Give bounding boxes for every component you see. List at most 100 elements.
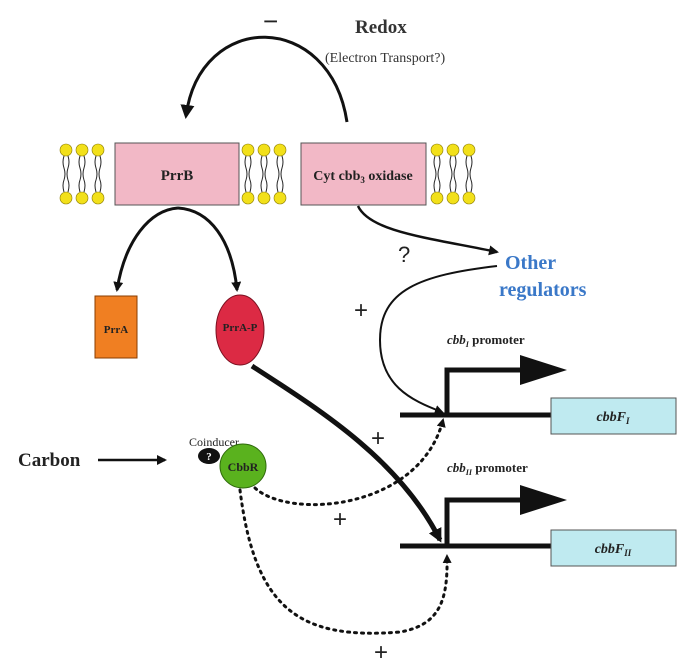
lipid-tail	[437, 155, 441, 193]
lipid-tail	[280, 155, 284, 193]
promoter-ii-gene: cbb	[447, 460, 466, 475]
question-mark: ?	[398, 242, 410, 267]
lipid-molecule	[446, 143, 460, 205]
cyt-label-sub: 3	[360, 175, 365, 185]
lipid-head	[75, 143, 89, 157]
promoter-i-arrowhead	[520, 355, 567, 385]
gene-cbbf-i-box	[550, 397, 677, 435]
cyt-to-other-regulators-arrow	[356, 205, 499, 256]
promoter-i-sub: I	[465, 340, 470, 349]
lipid-tail	[98, 155, 102, 193]
prra-p-ellipse	[215, 294, 265, 366]
lipid-tail	[433, 155, 437, 193]
coinducer-label: Coinducer	[189, 435, 239, 449]
cyt-cbb3-oxidase-box	[300, 142, 427, 206]
lipid-tail	[465, 155, 469, 193]
prra-box	[94, 295, 138, 359]
cbbr-label: CbbR	[228, 460, 259, 474]
gene-cbbf-ii-sub: II	[623, 548, 632, 558]
redox-to-prrb-arrow	[180, 35, 349, 123]
promoter-ii-sub: II	[465, 468, 473, 477]
lipid-head	[241, 143, 255, 157]
lipid-head	[430, 191, 444, 205]
cbbr-to-promoter-ii-dotted-arrow	[238, 488, 452, 635]
lipid-head	[430, 143, 444, 157]
coinducer-question-mark: ?	[206, 451, 212, 463]
lipid-head	[91, 191, 105, 205]
prra-p-to-promoter-ii-arrow	[250, 363, 443, 543]
lipid-head	[241, 191, 255, 205]
lipid-molecule	[91, 143, 105, 205]
lipid-head	[273, 191, 287, 205]
lipid-head	[59, 143, 73, 157]
prrb-to-prra-arrow	[113, 206, 179, 292]
cbbr-ellipse	[219, 443, 267, 489]
plus-sign-cbbr-promoter-i: +	[333, 506, 347, 533]
other-regulators-line2: regulators	[499, 279, 587, 301]
other-regulators-line1: Other	[505, 252, 556, 274]
lipid-tail	[260, 155, 264, 193]
lipid-molecule	[430, 143, 444, 205]
carbon-label: Carbon	[18, 450, 81, 471]
lipid-tail	[276, 155, 280, 193]
redox-title: Redox	[355, 17, 407, 38]
lipid-head	[462, 191, 476, 205]
cyt-label-tail: oxidase	[365, 169, 413, 184]
inhibition-minus-sign: −	[263, 6, 278, 36]
gene-cbbf-ii-box	[550, 529, 677, 567]
promoter-ii-suffix: promoter	[472, 460, 528, 475]
lipid-tail	[244, 155, 248, 193]
lipid-head	[59, 191, 73, 205]
gene-cbbf-i-name: cbbF	[596, 410, 626, 425]
lipid-molecule	[59, 143, 73, 205]
prra-p-label: PrrA-P	[223, 322, 258, 334]
coinducer-oval	[198, 448, 220, 464]
gene-cbbf-i-label: cbbFI	[596, 410, 630, 426]
lipid-tail	[453, 155, 457, 193]
prrb-box	[114, 142, 240, 206]
lipid-head	[462, 143, 476, 157]
other-regulators-to-promoter-i-arrow	[378, 265, 498, 414]
membrane-lipids	[59, 143, 476, 205]
gene-cbbf-i-sub: I	[625, 416, 630, 426]
lipid-tail	[62, 155, 66, 193]
lipid-tail	[66, 155, 70, 193]
prrb-to-prra-p-arrow	[177, 206, 242, 292]
promoter-i-suffix: promoter	[469, 332, 525, 347]
lipid-head	[446, 191, 460, 205]
other-regulators-label: Other regulators	[499, 252, 587, 301]
gene-cbbf-ii-label: cbbFII	[595, 542, 632, 558]
cbbr-to-promoter-i-dotted-arrow	[253, 418, 446, 507]
lipid-head	[257, 191, 271, 205]
lipid-head	[75, 191, 89, 205]
cyt-cbb3-oxidase-label: Cyt cbb3 oxidase	[313, 169, 412, 185]
lipid-tail	[94, 155, 98, 193]
lipid-tail	[264, 155, 268, 193]
prra-label: PrrA	[104, 324, 128, 336]
lipid-head	[91, 143, 105, 157]
promoter-ii-arrowhead	[520, 485, 567, 515]
lipid-molecule	[462, 143, 476, 205]
lipid-tail	[469, 155, 473, 193]
promoter-ii-transcription-arrow	[444, 497, 535, 546]
lipid-molecule	[257, 143, 271, 205]
lipid-head	[257, 143, 271, 157]
lipid-head	[446, 143, 460, 157]
promoter-i-gene: cbb	[447, 332, 466, 347]
cyt-label-main: Cyt cbb	[313, 169, 360, 184]
lipid-tail	[248, 155, 252, 193]
promoter-ii-label: cbbII promoter	[447, 460, 528, 477]
redox-subtitle: (Electron Transport?)	[325, 51, 445, 66]
lipid-head	[273, 143, 287, 157]
lipid-molecule	[75, 143, 89, 205]
lipid-tail	[449, 155, 453, 193]
lipid-tail	[82, 155, 86, 193]
lipid-molecule	[241, 143, 255, 205]
prrb-label: PrrB	[161, 168, 193, 184]
lipid-tail	[78, 155, 82, 193]
promoter-i-label: cbbI promoter	[447, 332, 525, 349]
lipid-molecule	[273, 143, 287, 205]
plus-sign-other-regulators: +	[354, 297, 368, 324]
gene-cbbf-ii-name: cbbF	[595, 542, 625, 557]
